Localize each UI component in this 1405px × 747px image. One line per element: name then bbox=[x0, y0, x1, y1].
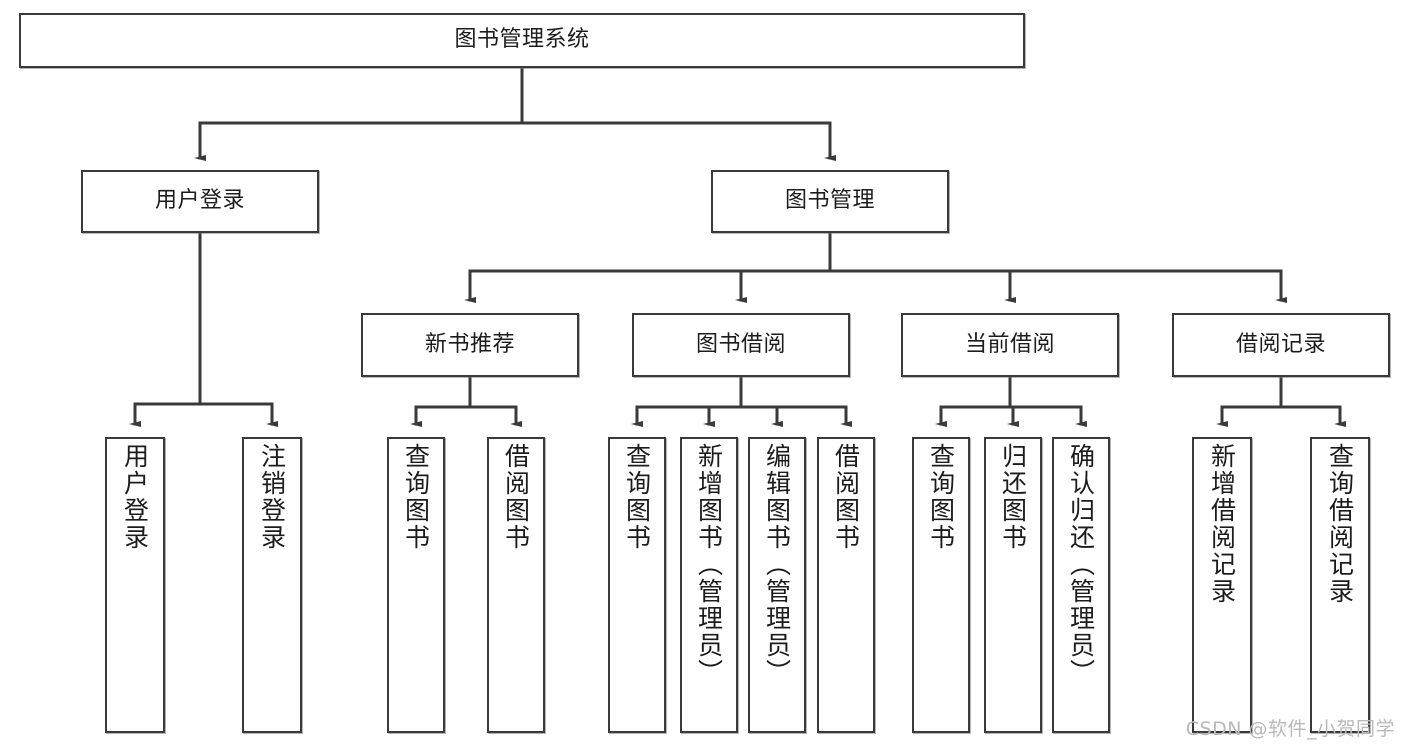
node-borrow-record-label: 借阅记录 bbox=[1235, 331, 1326, 357]
leaf-logout[interactable]: 注销登录 bbox=[242, 437, 302, 733]
leaf-return-book-label: 归还图书 bbox=[998, 443, 1028, 551]
leaf-confirm-return-admin[interactable]: 确认归还（管理员） bbox=[1052, 437, 1110, 733]
leaf-query-book-borrow-label: 查询图书 bbox=[622, 443, 652, 551]
node-borrow-record[interactable]: 借阅记录 bbox=[1172, 313, 1390, 377]
leaf-borrow-book-recommend[interactable]: 借阅图书 bbox=[487, 437, 545, 733]
leaf-edit-book-admin[interactable]: 编辑图书（管理员） bbox=[748, 437, 806, 733]
leaf-confirm-return-admin-label: 确认归还（管理员） bbox=[1066, 443, 1096, 686]
leaf-query-book-recommend[interactable]: 查询图书 bbox=[387, 437, 445, 733]
node-current-borrow-label: 当前借阅 bbox=[964, 331, 1055, 357]
leaf-query-book-recommend-label: 查询图书 bbox=[401, 443, 431, 551]
leaf-borrow-book-label: 借阅图书 bbox=[831, 443, 861, 551]
node-root-label: 图书管理系统 bbox=[454, 27, 590, 53]
node-book-management-label: 图书管理 bbox=[784, 188, 875, 214]
node-new-book-recommend[interactable]: 新书推荐 bbox=[361, 313, 579, 377]
node-user-login-label: 用户登录 bbox=[154, 188, 245, 214]
csdn-watermark: CSDN @软件_小贺同学 bbox=[1185, 718, 1395, 740]
leaf-query-book-borrow[interactable]: 查询图书 bbox=[608, 437, 666, 733]
node-new-book-recommend-label: 新书推荐 bbox=[424, 331, 515, 357]
leaf-return-book[interactable]: 归还图书 bbox=[984, 437, 1042, 733]
leaf-borrow-book-recommend-label: 借阅图书 bbox=[501, 443, 531, 551]
node-current-borrow[interactable]: 当前借阅 bbox=[901, 313, 1119, 377]
node-root[interactable]: 图书管理系统 bbox=[19, 13, 1025, 68]
leaf-user-login-label: 用户登录 bbox=[120, 443, 150, 551]
leaf-borrow-book[interactable]: 借阅图书 bbox=[817, 437, 875, 733]
leaf-user-login[interactable]: 用户登录 bbox=[105, 437, 165, 733]
leaf-add-book-admin[interactable]: 新增图书（管理员） bbox=[680, 437, 738, 733]
leaf-add-book-admin-label: 新增图书（管理员） bbox=[694, 443, 724, 686]
node-user-login[interactable]: 用户登录 bbox=[81, 170, 319, 233]
leaf-add-borrow-record-label: 新增借阅记录 bbox=[1207, 443, 1237, 605]
node-book-management[interactable]: 图书管理 bbox=[711, 170, 949, 233]
leaf-query-borrow-record[interactable]: 查询借阅记录 bbox=[1310, 437, 1370, 733]
leaf-query-borrow-record-label: 查询借阅记录 bbox=[1325, 443, 1355, 605]
leaf-query-book-current-label: 查询图书 bbox=[926, 443, 956, 551]
leaf-query-book-current[interactable]: 查询图书 bbox=[912, 437, 970, 733]
leaf-add-borrow-record[interactable]: 新增借阅记录 bbox=[1192, 437, 1252, 733]
leaf-edit-book-admin-label: 编辑图书（管理员） bbox=[762, 443, 792, 686]
leaf-logout-label: 注销登录 bbox=[257, 443, 287, 551]
node-book-borrow-label: 图书借阅 bbox=[695, 331, 786, 357]
node-book-borrow[interactable]: 图书借阅 bbox=[632, 313, 850, 377]
